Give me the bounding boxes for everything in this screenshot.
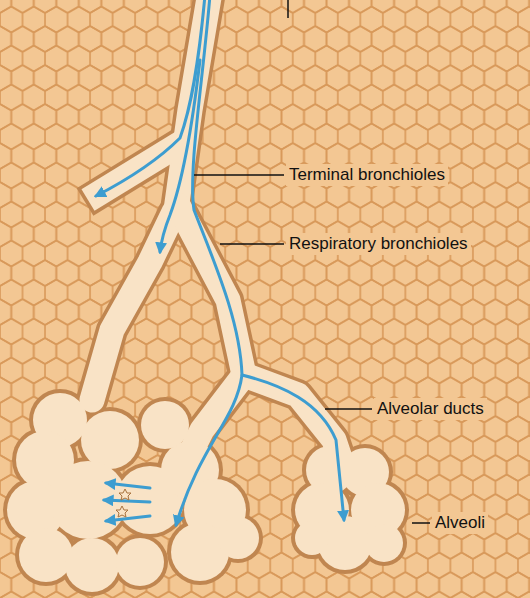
leader-lines: [194, 0, 430, 523]
part-label: Alveoli: [432, 512, 488, 534]
part-label: Alveolar ducts: [374, 398, 487, 420]
airway-tubes: [7, 0, 405, 592]
gas-exchange-stars: [116, 489, 131, 517]
airway-outline: [3, 0, 409, 596]
part-label: Terminal bronchioles: [286, 164, 448, 186]
part-label: Respiratory bronchioles: [286, 233, 471, 255]
airflow-arrows: [96, 0, 344, 525]
